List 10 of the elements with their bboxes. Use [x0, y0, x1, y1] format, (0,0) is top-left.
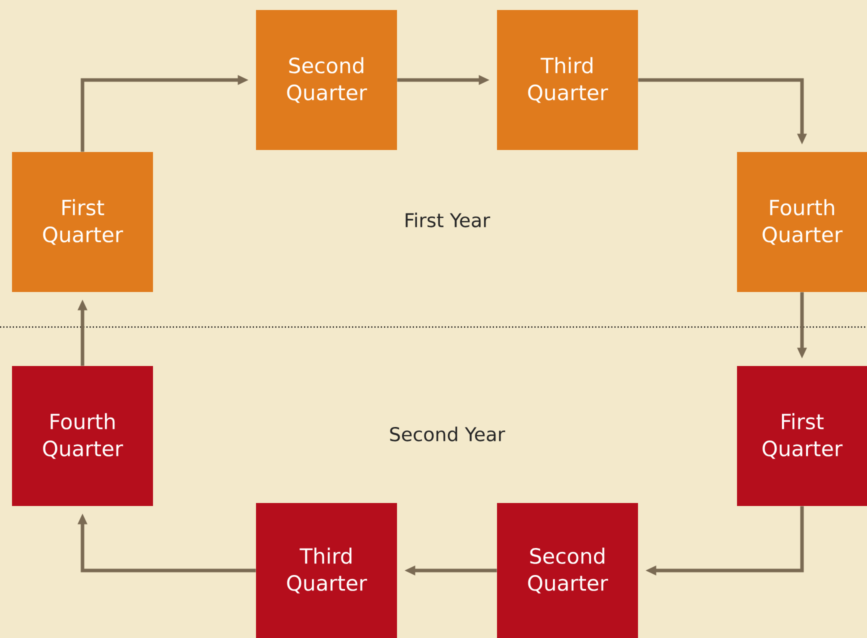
quarter-box: Fourth Quarter: [12, 366, 153, 506]
year-label: Second Year: [390, 426, 506, 442]
quarter-box: Fourth Quarter: [737, 152, 867, 292]
quarter-box: Third Quarter: [256, 503, 397, 638]
quarter-box: Second Quarter: [256, 10, 397, 150]
quarter-box: First Quarter: [737, 366, 867, 506]
quarter-box: First Quarter: [12, 152, 153, 292]
quarter-box: Second Quarter: [497, 503, 638, 638]
year-label: First Year: [406, 212, 490, 228]
quarter-box: Third Quarter: [497, 10, 638, 150]
